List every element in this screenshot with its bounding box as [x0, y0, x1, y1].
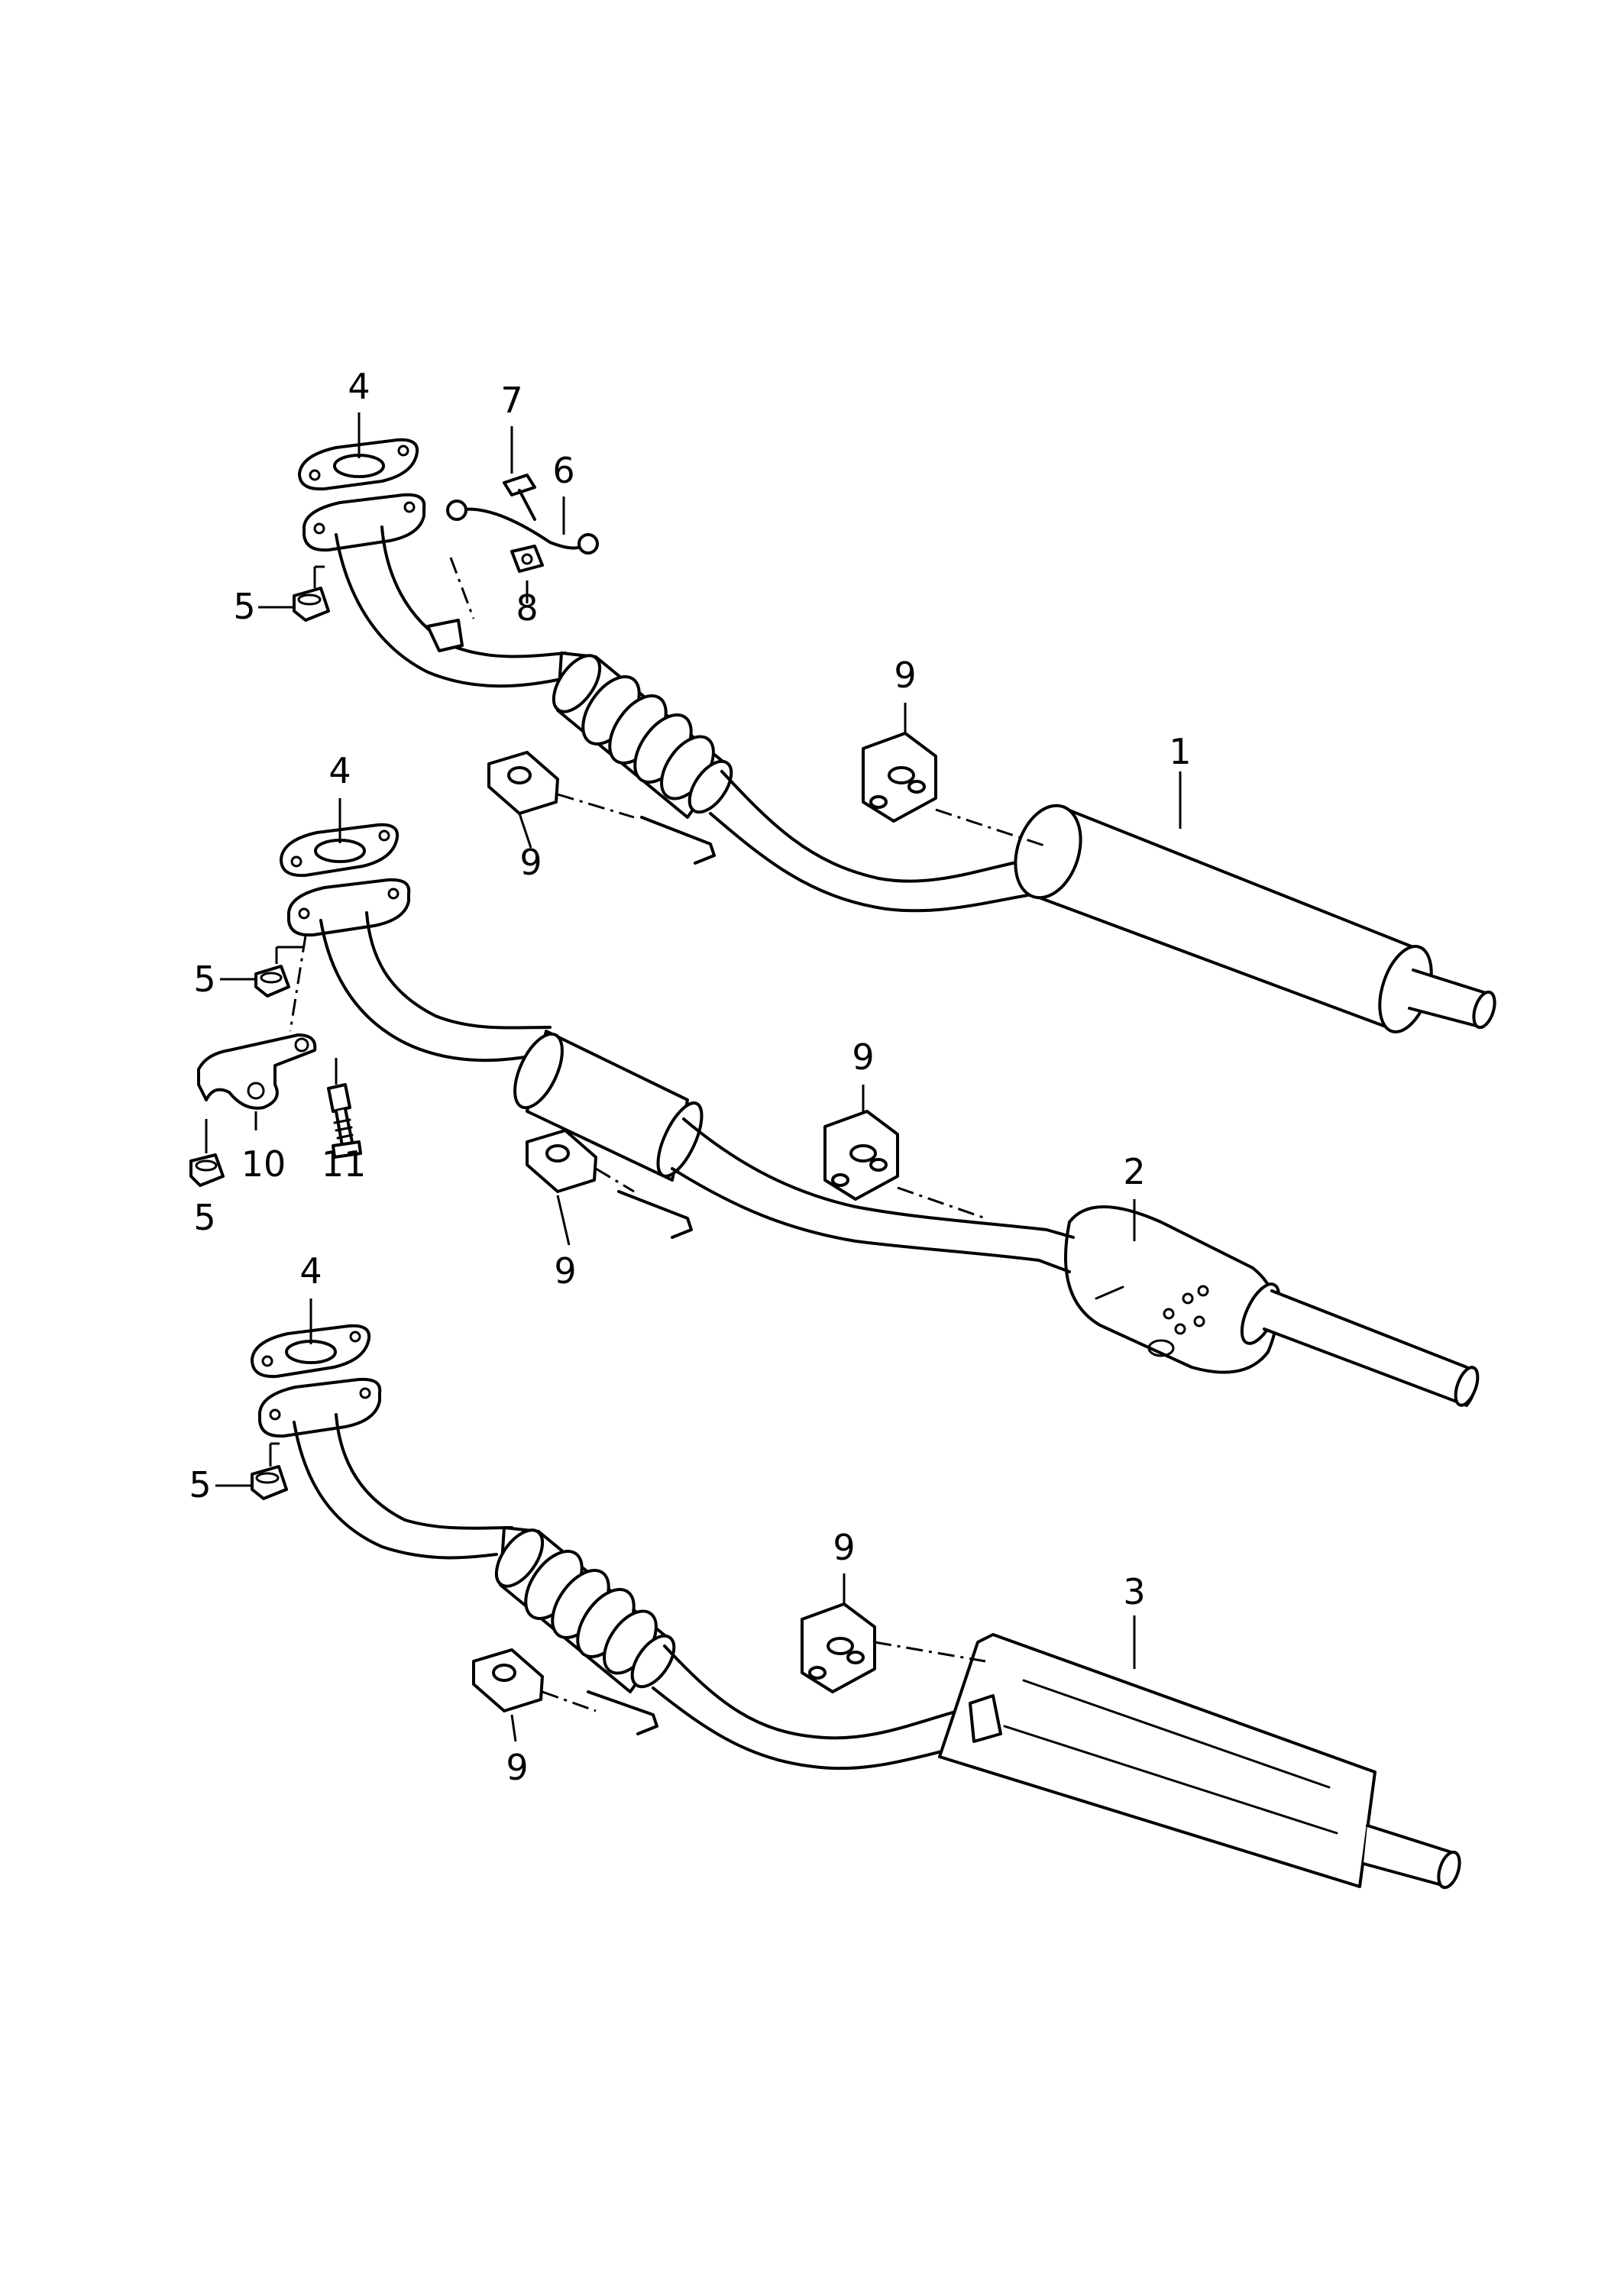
- callout-10: 10: [241, 1143, 286, 1185]
- rubber-hanger-c-large: [801, 1602, 876, 1693]
- mid-pipe-c: [663, 1644, 995, 1740]
- nut-b-5: [254, 965, 290, 998]
- gasket-b: [280, 823, 400, 878]
- gasket-c: [251, 1324, 371, 1379]
- callout-5-b-lower: 5: [193, 1197, 215, 1238]
- flex-bellows-a: [552, 652, 733, 819]
- callout-6-a: 6: [552, 450, 574, 491]
- bolt-a: [503, 474, 536, 521]
- mid-pipe-a: [720, 770, 1056, 883]
- nut-a-5: [293, 587, 330, 622]
- exhaust-assembly-2: [189, 798, 1480, 1407]
- nut-b-5-lower: [189, 1153, 225, 1187]
- callout-9-a-left: 9: [519, 842, 542, 883]
- flange-b: [287, 878, 411, 937]
- callout-9-c-top: 9: [833, 1527, 855, 1568]
- callout-3: 3: [1123, 1571, 1145, 1612]
- rubber-hanger-b-large: [823, 1110, 899, 1201]
- callout-9-c-low: 9: [506, 1747, 528, 1788]
- callouts: 4 7 6 5 8 9 1 9 4 5 10 11 5 9 2 9 4 5 9 …: [189, 366, 1191, 1788]
- rubber-hanger-a-small: [487, 751, 559, 815]
- callout-4-a: 4: [348, 366, 370, 407]
- callout-1: 1: [1169, 731, 1191, 772]
- rubber-hanger-a-large: [862, 732, 937, 823]
- callout-9-b-low: 9: [554, 1250, 576, 1292]
- callout-11: 11: [322, 1143, 367, 1185]
- callout-4-b: 4: [328, 750, 351, 791]
- nut-c-5: [251, 1465, 288, 1500]
- exhaust-assembly-3: [215, 1298, 1461, 1890]
- nut-a-8: [510, 545, 544, 573]
- bolt-b-11: [327, 1083, 362, 1159]
- mid-pipe-b: [682, 1117, 1048, 1231]
- callout-9-a-top: 9: [894, 655, 916, 696]
- callout-8-a: 8: [516, 587, 538, 629]
- callout-4-c: 4: [299, 1250, 322, 1292]
- front-muffler-2: [1064, 1205, 1480, 1407]
- callout-2: 2: [1123, 1151, 1145, 1192]
- rubber-hanger-c-small: [472, 1648, 544, 1712]
- rubber-hanger-b-small: [526, 1129, 597, 1193]
- exhaust-assembly-1: [258, 412, 1496, 1033]
- bracket-b-10: [197, 1033, 317, 1110]
- callout-5-a: 5: [233, 586, 255, 627]
- rear-muffler-3: [938, 1633, 1461, 1890]
- front-pipe-c: [293, 1421, 498, 1560]
- flange-a: [302, 493, 426, 552]
- front-pipe-b: [319, 919, 544, 1062]
- flex-bellows-c: [494, 1526, 676, 1693]
- rear-muffler-1: [1014, 804, 1496, 1033]
- strap-a: [446, 500, 599, 555]
- callout-9-b-top: 9: [852, 1036, 874, 1078]
- callout-5-c: 5: [189, 1464, 211, 1505]
- flange-c: [258, 1377, 382, 1438]
- catalytic-body-b: [513, 1030, 704, 1182]
- front-pipe-a: [335, 533, 559, 688]
- callout-5-b: 5: [193, 959, 215, 1000]
- bracket-a: [426, 619, 464, 652]
- callout-7-a: 7: [500, 380, 522, 421]
